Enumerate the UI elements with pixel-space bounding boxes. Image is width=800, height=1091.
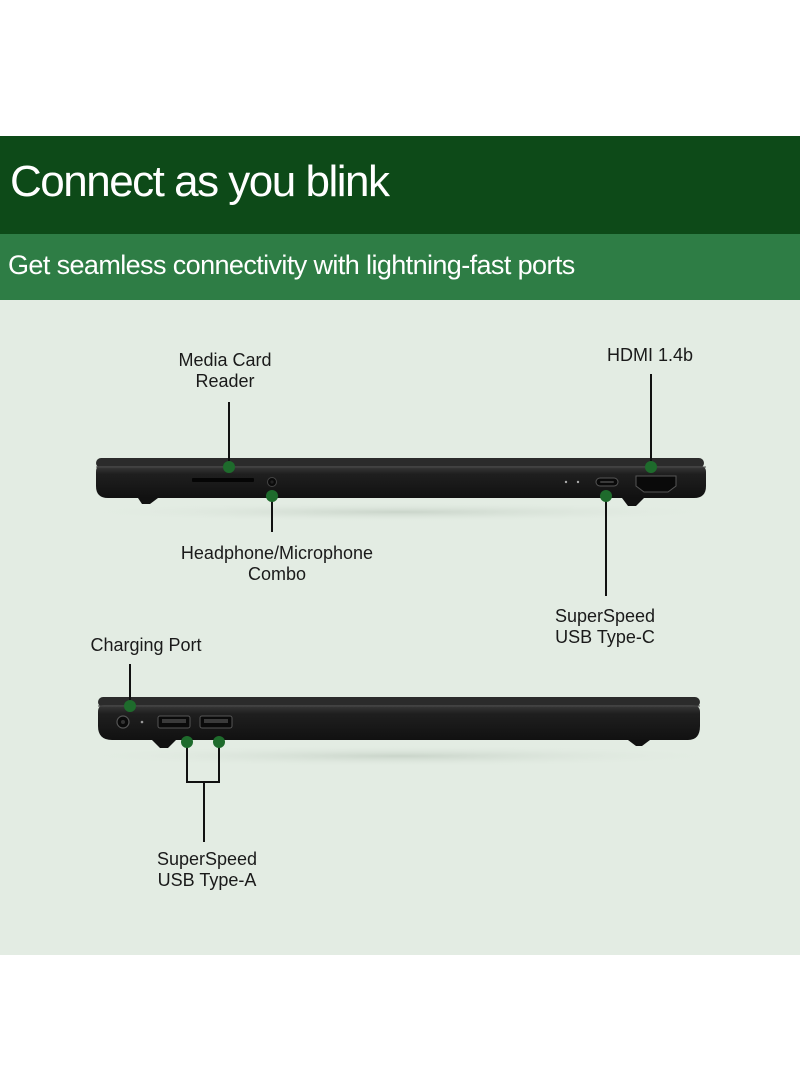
headline-banner (0, 136, 800, 234)
marker-dot (124, 700, 136, 712)
label-line: Media Card (178, 350, 272, 370)
usb-a-label: SuperSpeed USB Type-A (137, 849, 277, 891)
label-line: Charging Port (90, 635, 202, 655)
charging-port-label: Charging Port (76, 635, 216, 656)
marker-dot (181, 736, 193, 748)
callout-lines-bottom (129, 664, 220, 842)
usb-c-label: SuperSpeed USB Type-C (535, 606, 675, 648)
label-line: USB Type-A (157, 870, 257, 890)
label-line: SuperSpeed (156, 849, 258, 869)
ports-panel (0, 300, 800, 955)
marker-dot (600, 490, 612, 502)
label-line: USB Type-C (555, 627, 655, 647)
laptop-left-side (70, 697, 730, 767)
label-line: Headphone/Microphone (180, 543, 374, 563)
laptop-lid (98, 697, 700, 707)
hdmi-port (635, 475, 677, 493)
laptop-foot (622, 498, 644, 506)
laptop-right-side (70, 458, 730, 522)
card-reader-slot (192, 478, 254, 482)
label-line: SuperSpeed (554, 606, 656, 626)
laptop-lid (96, 458, 704, 468)
laptop-base (98, 705, 700, 740)
media-card-reader-label: Media Card Reader (165, 350, 285, 392)
laptop-foot (152, 740, 176, 748)
indicator-light (564, 480, 568, 484)
marker-dot (266, 490, 278, 502)
laptop-foot (138, 498, 158, 504)
indicator-light (140, 720, 144, 724)
hdmi-label: HDMI 1.4b (590, 345, 710, 366)
label-line: HDMI 1.4b (606, 345, 694, 365)
subheadline: Get seamless connectivity with lightning… (8, 250, 575, 280)
headline: Connect as you blink (10, 157, 390, 206)
label-line: Combo (247, 564, 307, 584)
label-line: Reader (195, 371, 255, 391)
marker-dot (213, 736, 225, 748)
subheadline-banner (0, 234, 800, 300)
headphone-combo-label: Headphone/Microphone Combo (162, 543, 392, 585)
laptop-base (96, 466, 706, 498)
laptop-foot (628, 740, 650, 746)
marker-dot (223, 461, 235, 473)
marker-dot (645, 461, 657, 473)
